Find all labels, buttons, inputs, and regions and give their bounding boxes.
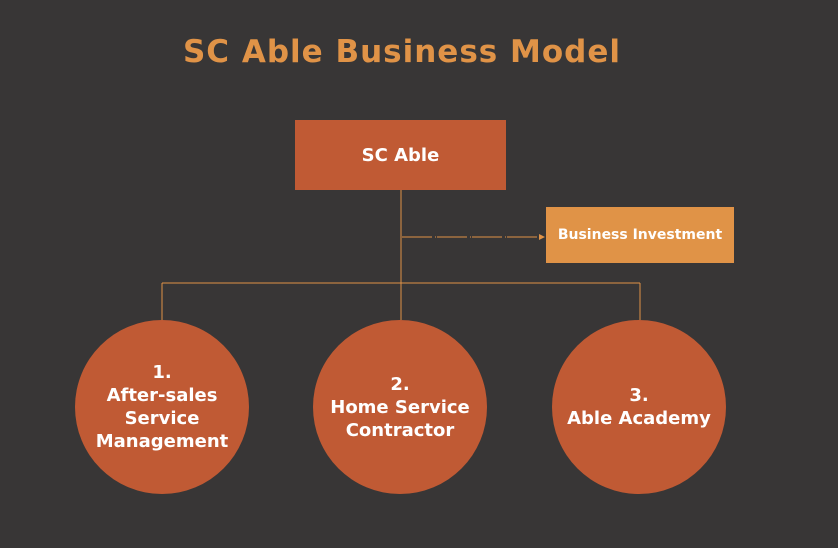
node-number: 3. [629,385,649,406]
node-label-line: Management [95,431,229,452]
root-label: SC Able [361,144,440,166]
node-label-line: Service [124,408,200,429]
business-investment-node: Business Investment [546,207,734,263]
arrow-head-icon [539,234,545,240]
node-number: 2. [390,373,410,395]
child-node-able-academy: 3. Able Academy [552,320,726,494]
node-label-line: Contractor [345,419,455,441]
node-label-line: After-sales [106,385,218,406]
child-node-home-service: 2. Home Service Contractor [313,320,487,494]
business-investment-label: Business Investment [557,227,723,243]
node-label-line: Home Service [330,396,470,418]
page-title: SC Able Business Model [182,34,622,70]
child-node-after-sales: 1. After-sales Service Management [75,320,249,494]
node-number: 1. [152,362,172,383]
node-label-line: Able Academy [567,408,711,429]
root-node: SC Able [295,120,506,190]
